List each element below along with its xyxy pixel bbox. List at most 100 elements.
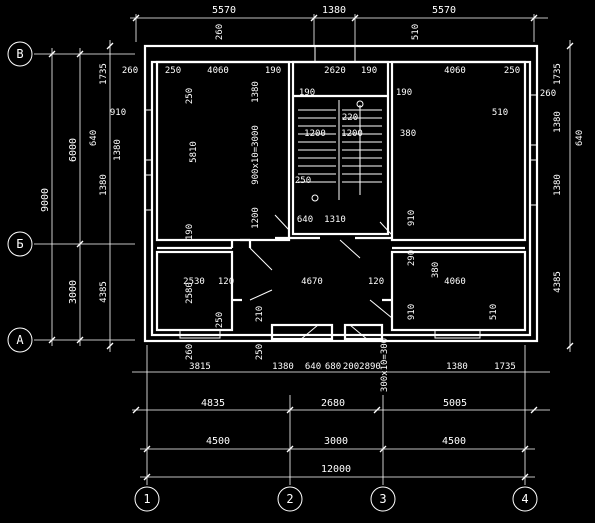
- dim-top-3: 5570: [432, 5, 456, 16]
- dim-bottom2-3: 5005: [443, 398, 467, 409]
- label-stair-380: 380: [400, 129, 416, 139]
- axis-label-1: 1: [143, 492, 150, 506]
- dim-bottom1-2: 1380: [272, 362, 294, 372]
- label-stair-510: 510: [492, 108, 508, 118]
- dimension-lines: [48, 14, 574, 481]
- label-stair-run: 900х10=3000: [251, 125, 261, 185]
- dim-right-640: 640: [575, 130, 585, 146]
- dim-right-1735: 1735: [553, 63, 563, 85]
- axis-label-3: 3: [379, 492, 386, 506]
- dim-bottom2-2: 2680: [321, 398, 345, 409]
- axis-bubble-v: [7, 41, 33, 67]
- label-910v: 910: [407, 304, 417, 320]
- dim-left-4385: 4385: [99, 281, 109, 303]
- dim-left-1735: 1735: [99, 63, 109, 85]
- label-top-260v: 260: [215, 24, 225, 40]
- axis-bubble-4: [512, 486, 538, 512]
- dim-left-total: 9000: [40, 188, 51, 212]
- axis-label-4: 4: [521, 492, 528, 506]
- label-2580v: 2580: [185, 282, 195, 304]
- axis-bubble-1: [134, 486, 160, 512]
- axis-bubble-3: [370, 486, 396, 512]
- label-1380v: 1380: [251, 81, 261, 103]
- dim-left-1380b: 1380: [113, 139, 123, 161]
- axis-bubbles: [7, 41, 538, 512]
- label-top-260: 260: [122, 66, 138, 76]
- label-top-4060b: 4060: [444, 66, 466, 76]
- label-stair-1200: 1200: [304, 129, 326, 139]
- axis-label-v: В: [16, 47, 23, 61]
- label-2530: 2530: [183, 277, 205, 287]
- dim-bottom1-3: 640: [305, 362, 321, 372]
- label-stair-190b: 190: [396, 88, 412, 98]
- dim-bottom1-4: 680: [325, 362, 341, 372]
- label-120: 120: [218, 277, 234, 287]
- dim-grid-3: 4500: [442, 436, 466, 447]
- dim-left-910: 910: [110, 108, 126, 118]
- label-290v: 290: [407, 250, 417, 266]
- dim-bottom2-1: 4835: [201, 398, 225, 409]
- label-top-190b: 190: [361, 66, 377, 76]
- label-250v-b: 250: [255, 344, 265, 360]
- axis-bubble-b: [7, 231, 33, 257]
- axis-bubble-a: [7, 327, 33, 353]
- label-top-4060: 4060: [207, 66, 229, 76]
- staircase: [298, 100, 382, 202]
- stair-start-marker: [356, 100, 364, 108]
- axis-label-b: Б: [16, 237, 23, 251]
- axis-label-2: 2: [286, 492, 293, 506]
- dim-top-2: 1380: [322, 5, 346, 16]
- dim-left-3000: 3000: [68, 280, 79, 304]
- label-4060c: 4060: [444, 277, 466, 287]
- axis-lines: [34, 53, 526, 485]
- dim-left-1380: 1380: [99, 174, 109, 196]
- label-stair-1200b: 1200: [341, 129, 363, 139]
- label-stair-910: 910: [407, 210, 417, 226]
- label-steps-note: 300х10=300: [380, 338, 390, 392]
- dim-right-260: 260: [540, 89, 556, 99]
- label-stair-250: 250: [295, 176, 311, 186]
- label-stair-1310: 1310: [324, 215, 346, 225]
- dim-bottom1-7: 1380: [446, 362, 468, 372]
- label-190v: 190: [185, 224, 195, 240]
- interior-walls: [144, 45, 538, 341]
- dim-left-640: 640: [89, 130, 99, 146]
- label-stair-190: 190: [299, 88, 315, 98]
- label-120b: 120: [368, 277, 384, 287]
- label-stair-640: 640: [297, 215, 313, 225]
- label-stair-220: 220: [342, 113, 358, 123]
- stair-end-marker: [311, 194, 319, 202]
- label-250v: 250: [185, 88, 195, 104]
- label-380v: 380: [431, 262, 441, 278]
- label-260v: 260: [185, 344, 195, 360]
- dim-right-1380b: 1380: [553, 174, 563, 196]
- label-top-250: 250: [165, 66, 181, 76]
- label-510v: 510: [489, 304, 499, 320]
- label-4670: 4670: [301, 277, 323, 287]
- label-5810: 5810: [189, 141, 199, 163]
- dim-overall: 12000: [321, 464, 351, 475]
- label-210v: 210: [255, 306, 265, 322]
- label-1200v: 1200: [251, 207, 261, 229]
- door-swings: [249, 214, 393, 341]
- axis-bubble-2: [277, 486, 303, 512]
- dim-bottom1-6: 2890: [359, 362, 381, 372]
- dim-right-1380: 1380: [553, 111, 563, 133]
- label-250v-low: 250: [215, 312, 225, 328]
- label-top-2620: 2620: [324, 66, 346, 76]
- label-top-190: 190: [265, 66, 281, 76]
- dim-grid-2: 3000: [324, 436, 348, 447]
- dim-top-1: 5570: [212, 5, 236, 16]
- label-top-250b: 250: [504, 66, 520, 76]
- axis-label-a: А: [16, 333, 24, 347]
- outer-walls: [143, 44, 539, 343]
- dim-grid-1: 4500: [206, 436, 230, 447]
- dim-bottom1-5: 200: [343, 362, 359, 372]
- dim-bottom1-8: 1735: [494, 362, 516, 372]
- dim-left-6000: 6000: [68, 138, 79, 162]
- label-top-510v: 510: [411, 24, 421, 40]
- dim-bottom1-1: 3815: [189, 362, 211, 372]
- dim-right-4385: 4385: [553, 271, 563, 293]
